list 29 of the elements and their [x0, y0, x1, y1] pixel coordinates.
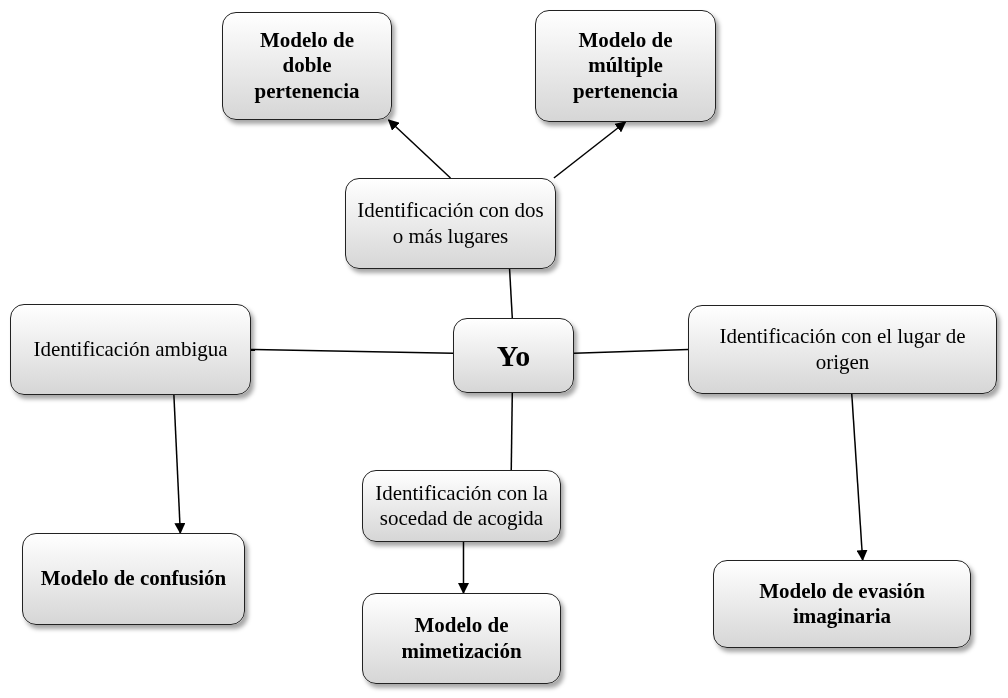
- connector-line: [510, 392, 514, 471]
- node-label: Identificación con la socedad de acogida: [374, 480, 549, 532]
- arrow: [851, 393, 868, 562]
- node-label: Modelo de confusión: [40, 566, 227, 592]
- rounded-box: [22, 533, 245, 625]
- connector-line: [250, 348, 454, 354]
- rounded-box: [453, 318, 574, 393]
- node-label: Modelo de doble pertenencia: [253, 28, 361, 104]
- connector-line: [508, 268, 514, 319]
- rounded-box: [345, 178, 556, 269]
- arrow: [173, 394, 186, 535]
- node-label: Identificación ambigua: [33, 336, 228, 363]
- rounded-box: [713, 560, 971, 648]
- arrow: [553, 121, 627, 179]
- arrow: [458, 541, 469, 595]
- node-label: Identificación con el lugar de origen: [718, 324, 967, 375]
- connector-line: [573, 348, 689, 354]
- rounded-box: [362, 470, 561, 542]
- arrow: [387, 119, 452, 179]
- node-label: Modelo de mimetización: [400, 613, 523, 664]
- rounded-box: [688, 305, 997, 394]
- node-label: Modelo de evasión imaginaria: [758, 578, 926, 630]
- node-label: Modelo de múltiple pertenencia: [572, 28, 679, 104]
- node-label: Yo: [496, 337, 531, 374]
- rounded-box: [535, 10, 716, 122]
- rounded-box: [362, 593, 561, 684]
- rounded-box: [222, 12, 392, 120]
- node-label: Identificación con dos o más lugares: [356, 198, 545, 249]
- rounded-box: [10, 304, 251, 395]
